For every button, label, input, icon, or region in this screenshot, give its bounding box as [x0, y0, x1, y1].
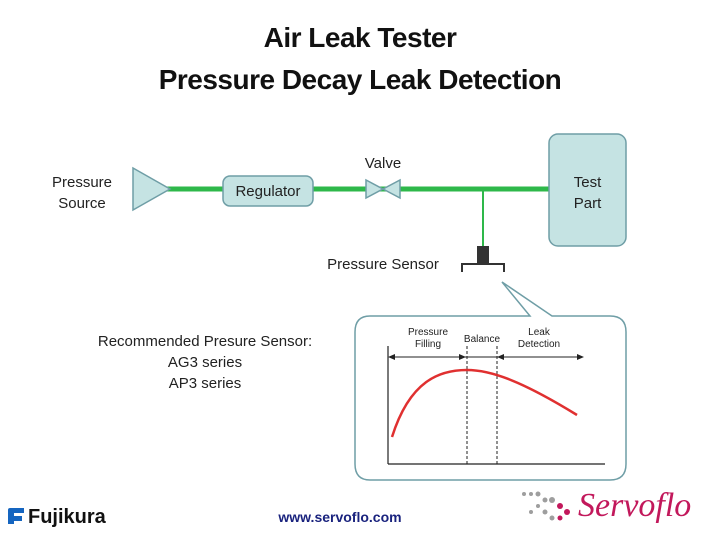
phase-label-leak: Leak Detection [517, 327, 561, 350]
title-line-1: Air Leak Tester [263, 22, 457, 53]
recommendation-item: AG3 series [167, 354, 243, 371]
phase-label-balance: Balance [463, 334, 501, 345]
recommendation-block: Recommended Presure Sensor: AG3 series A… [80, 331, 330, 394]
valve-right [381, 178, 401, 200]
regulator-label: Regulator [235, 183, 301, 200]
callout-bubble [354, 281, 627, 481]
servoflo-logo: Servoflo [578, 487, 692, 524]
test-part-box [548, 133, 627, 247]
phase-arrow-mid-2 [497, 354, 504, 360]
phase-label-filling: Pressure Filling [407, 327, 448, 350]
pressure-source-label: Pressure Source [51, 174, 113, 212]
fujikura-mark-icon [8, 508, 24, 524]
recommendation-item: AP3 series [168, 375, 242, 392]
pressure-curve [390, 368, 578, 438]
fujikura-logo: Fujikura [6, 506, 106, 529]
phase-arrow-mid-1 [459, 354, 466, 360]
phase-arrow-right [577, 354, 584, 360]
regulator-box [222, 175, 314, 207]
phase-arrow-left [388, 354, 395, 360]
valve-label: Valve [364, 155, 402, 172]
pressure-source-symbol [132, 166, 172, 212]
pressure-sensor-body [477, 246, 489, 264]
pressure-sensor-label: Pressure Sensor [327, 256, 439, 273]
test-part-label: Test Part [573, 174, 602, 212]
fujikura-wordmark: Fujikura [28, 506, 106, 528]
recommendation-heading: Recommended Presure Sensor: [97, 333, 313, 350]
website-link[interactable]: www.servoflo.com [278, 509, 402, 525]
title-line-2: Pressure Decay Leak Detection [158, 64, 562, 95]
valve-left [365, 178, 385, 200]
pressure-sensor-base [461, 263, 505, 272]
